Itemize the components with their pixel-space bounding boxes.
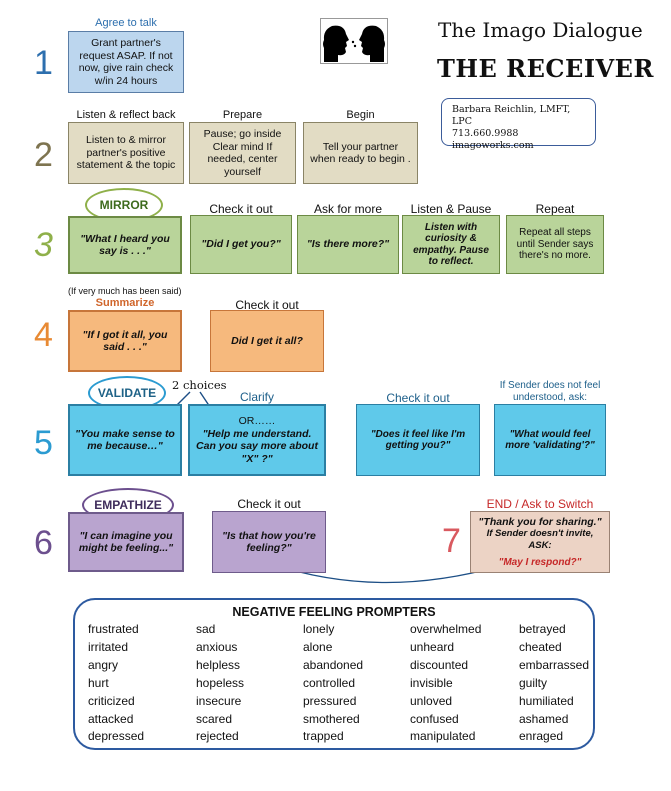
step7-line-2: If Sender doesn't invite, ASK: <box>486 527 594 551</box>
step4-header-2: Check it out <box>235 298 299 312</box>
step5-header-3: Check it out <box>386 391 450 405</box>
step2-box-2: Pause; go inside Clear mind If needed, c… <box>189 122 296 184</box>
feeling-word: angry <box>88 657 119 672</box>
feeling-word: attacked <box>88 711 134 726</box>
feeling-word: invisible <box>410 675 453 690</box>
step-number-2: 2 <box>34 136 53 174</box>
feeling-word: sad <box>196 622 216 636</box>
feeling-word: helpless <box>196 657 241 672</box>
document-subtitle: THE RECEIVER <box>437 54 654 83</box>
feeling-word: enraged <box>519 729 564 744</box>
feeling-word: rejected <box>196 729 239 744</box>
step5-box-2: OR…… "Help me understand. Can you say mo… <box>188 404 326 476</box>
step7-line-3: "May I respond?" <box>498 556 582 568</box>
step5-box-4: "What would feel more 'validating'?" <box>494 404 606 476</box>
step1-box: Grant partner's request ASAP. If not now… <box>68 31 184 93</box>
feeling-word: humiliated <box>519 693 574 708</box>
feeling-word: manipulated <box>410 729 476 744</box>
step6-box-1: "I can imagine you might be feeling..." <box>68 512 184 572</box>
step3-box-5: Repeat all steps until Sender says there… <box>506 215 604 274</box>
step3-box-2: "Did I get you?" <box>190 215 292 274</box>
step2-box-3: Tell your partner when ready to begin . <box>303 122 418 184</box>
feeling-word: betrayed <box>519 622 566 636</box>
contact-web: imagoworks.com <box>452 140 534 151</box>
step5-box-3: "Does it feel like I'm getting you?" <box>356 404 480 476</box>
feeling-word: unheard <box>410 639 455 654</box>
step2-header-2: Prepare <box>222 109 263 121</box>
prompters-title: NEGATIVE FEELING PROMPTERS <box>232 605 436 619</box>
step3-box-3: "Is there more?" <box>297 215 399 274</box>
step-number-4: 4 <box>34 316 53 354</box>
step4-box-1: "If I got it all, you said . . ." <box>68 310 182 372</box>
feeling-word: anxious <box>196 639 238 654</box>
faces-logo-icon <box>320 18 388 64</box>
step3-header-2: Check it out <box>209 202 273 216</box>
feeling-word: lonely <box>303 622 335 636</box>
two-choices-note: 2 choices <box>172 378 227 392</box>
prompters-column-3: lonely alone abandoned controlled pressu… <box>303 621 363 746</box>
document-title: The Imago Dialogue <box>438 18 643 42</box>
step7-header: END / Ask to Switch <box>486 497 594 511</box>
prompters-column-4: overwhelmed unheard discounted invisible… <box>410 621 481 746</box>
feeling-word: smothered <box>303 711 360 726</box>
feeling-word: depressed <box>88 729 145 744</box>
step3-header-4: Listen & Pause <box>410 202 492 216</box>
feeling-word: hurt <box>88 675 109 690</box>
step5-box-2-text: "Help me understand. Can you say more ab… <box>196 427 318 465</box>
prompters-panel <box>73 598 595 750</box>
feeling-word: discounted <box>410 657 469 672</box>
feeling-word: scared <box>196 711 233 726</box>
feeling-word: ashamed <box>519 711 569 726</box>
step5-box-1: "You make sense to me because…" <box>68 404 182 476</box>
feeling-word: guilty <box>519 675 548 690</box>
feeling-word: criticized <box>88 693 135 708</box>
feeling-word: unloved <box>410 693 453 708</box>
prompters-column-2: sad anxious helpless hopeless insecure s… <box>196 621 244 746</box>
feeling-word: hopeless <box>196 675 245 690</box>
contact-phone: 713.660.9988 <box>452 128 519 139</box>
step-number-1: 1 <box>34 44 53 82</box>
feeling-word: frustrated <box>88 622 139 636</box>
step5-header-4: If Sender does not feel understood, ask: <box>499 380 601 403</box>
feeling-word: controlled <box>303 675 356 690</box>
step3-box-4: Listen with curiosity & empathy. Pause t… <box>402 215 500 274</box>
step5-or-label: OR…… <box>238 415 276 427</box>
contact-card: Barbara Reichlin, LMFT, LPC 713.660.9988… <box>441 98 596 151</box>
feeling-word: irritated <box>88 639 129 654</box>
feeling-word: alone <box>303 639 333 654</box>
summarize-label: Summarize <box>95 297 155 309</box>
step4-note: (If very much has been said) <box>68 286 182 296</box>
feeling-word: pressured <box>303 693 357 708</box>
step3-box-1: "What I heard you say is . . ." <box>68 216 182 274</box>
feeling-word: overwhelmed <box>410 622 482 636</box>
step7-line-1: "Thank you for sharing." <box>478 515 602 528</box>
feeling-word: trapped <box>303 729 344 744</box>
feeling-word: cheated <box>519 639 562 654</box>
step3-header-5: Repeat <box>535 202 575 216</box>
step6-box-2: "Is that how you're feeling?" <box>212 511 326 573</box>
step3-header-3: Ask for more <box>313 202 382 216</box>
feeling-word: insecure <box>196 693 242 708</box>
step-number-5: 5 <box>34 424 53 462</box>
step2-box-1: Listen to & mirror partner's positive st… <box>68 122 184 184</box>
prompters-column-5: betrayed cheated embarrassed guilty humi… <box>519 621 589 746</box>
feeling-word: abandoned <box>303 657 364 672</box>
step2-header-1: Listen & reflect back <box>76 109 176 121</box>
step-number-3: 3 <box>34 226 53 264</box>
step1-header: Agree to talk <box>95 17 157 29</box>
step2-header-3: Begin <box>346 109 375 121</box>
step-number-7: 7 <box>442 522 461 560</box>
prompters-column-1: frustrated irritated angry hurt criticiz… <box>88 621 144 746</box>
step7-box: "Thank you for sharing." If Sender doesn… <box>470 511 610 573</box>
feeling-word: embarrassed <box>519 657 590 672</box>
step6-header-2: Check it out <box>237 497 301 511</box>
step-number-6: 6 <box>34 524 53 562</box>
feeling-word: confused <box>410 711 459 726</box>
step4-box-2: Did I get it all? <box>210 310 324 372</box>
step5-header-2: Clarify <box>239 390 274 404</box>
contact-name: Barbara Reichlin, LMFT, LPC <box>452 104 571 127</box>
